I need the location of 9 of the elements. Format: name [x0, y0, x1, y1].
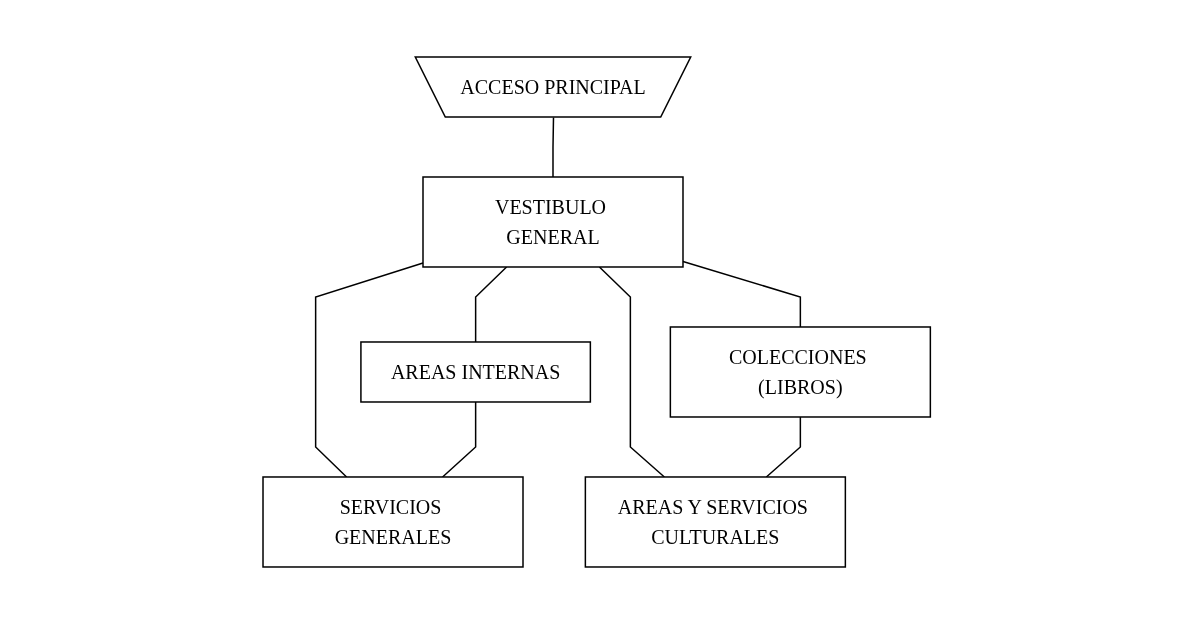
connector [599, 266, 666, 478]
node-box: SERVICIOS GENERALES [262, 476, 525, 568]
connector [765, 416, 802, 478]
node-box: AREAS Y SERVICIOS CULTURALES [584, 476, 847, 568]
node-box: VESTIBULO GENERAL [422, 176, 685, 268]
connector [442, 401, 477, 478]
connector [475, 266, 508, 343]
node-box: AREAS INTERNAS [360, 341, 592, 403]
node-box: COLECCIONES (LIBROS) [669, 326, 932, 418]
